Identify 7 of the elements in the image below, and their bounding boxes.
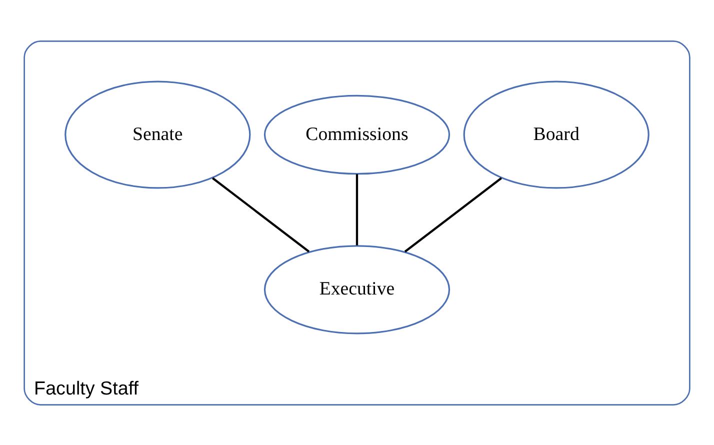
node-ellipse: Senate [64,80,251,188]
connector [404,176,502,252]
connector [356,174,358,245]
node-ellipse: Executive [264,244,450,334]
connector [212,176,310,252]
node-ellipse: Commissions [264,94,450,174]
node-ellipse: Board [463,80,650,188]
